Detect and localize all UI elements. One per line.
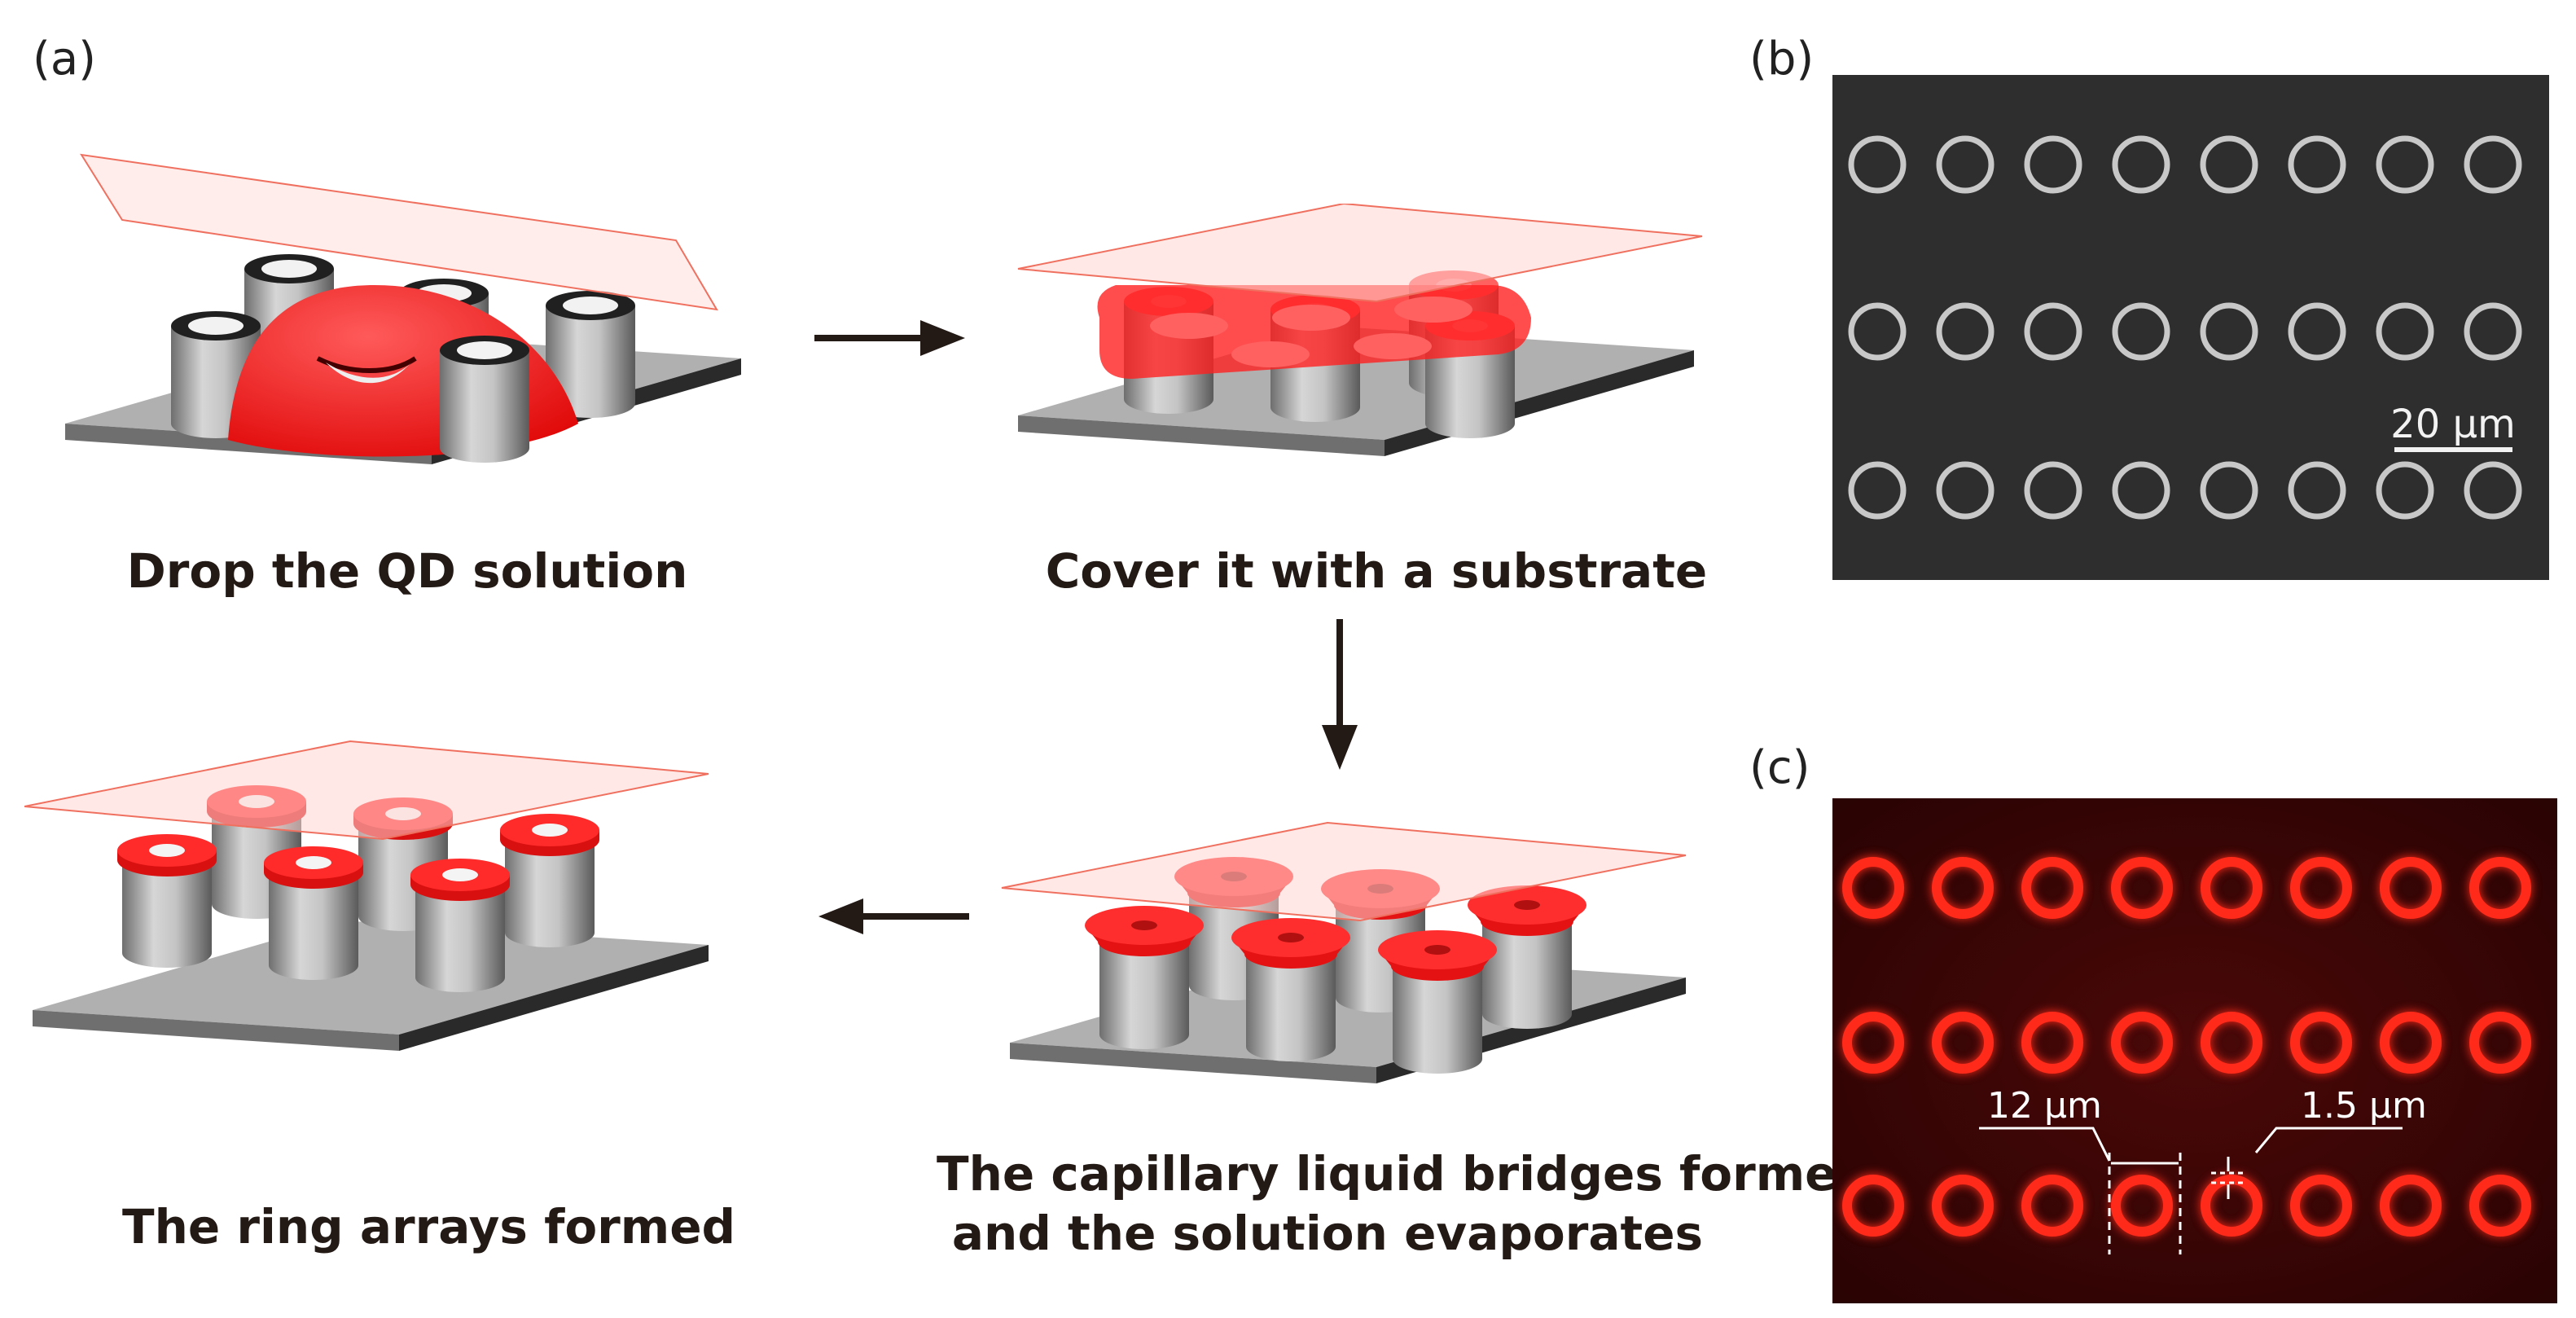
ring: [2376, 135, 2434, 194]
ring: [2112, 135, 2170, 194]
ring: [2380, 1012, 2442, 1074]
step-2-cover-substrate: [1017, 204, 1703, 456]
step-3-capillary-bridges: [1001, 822, 1687, 1083]
fluorescence-image: 12 μm 1.5 μm: [1832, 798, 2557, 1303]
ring: [2111, 1012, 2173, 1074]
ring: [1936, 302, 1995, 361]
sem-image: 20 μm: [1832, 75, 2549, 580]
arrow-left: [818, 898, 969, 934]
caption-step-4: The ring arrays formed: [122, 1199, 736, 1254]
ring: [2201, 1175, 2262, 1237]
fluorescence-ring-array: [1842, 857, 2531, 1237]
ring: [2201, 857, 2262, 919]
ring: [2464, 135, 2522, 194]
ring: [2376, 461, 2434, 520]
ring: [2380, 1175, 2442, 1237]
panel-label-b: (b): [1749, 33, 1815, 86]
arrow-right: [814, 320, 965, 356]
scale-bar-label: 20 μm: [2390, 402, 2516, 447]
ring: [2024, 461, 2082, 520]
ring: [2111, 857, 2173, 919]
cover-slide: [80, 153, 718, 311]
panel-label-a: (a): [33, 33, 97, 86]
ring: [2288, 135, 2346, 194]
ring: [2200, 461, 2258, 520]
arrow-down: [1322, 619, 1358, 770]
ring: [1932, 1175, 1994, 1237]
ring: [2024, 302, 2082, 361]
ring: [1842, 1175, 1904, 1237]
ring: [1848, 461, 1907, 520]
ring: [2200, 302, 2258, 361]
caption-step-1: Drop the QD solution: [126, 543, 688, 599]
ring: [1842, 857, 1904, 919]
caption-step-3-line1: The capillary liquid bridges formed: [937, 1146, 1872, 1202]
ring: [2112, 302, 2170, 361]
ring: [2290, 1012, 2352, 1074]
ring: [2021, 1012, 2083, 1074]
ring: [2112, 461, 2170, 520]
ring: [2469, 1012, 2531, 1074]
ring: [2021, 1175, 2083, 1237]
ring: [2290, 1175, 2352, 1237]
panel-label-c: (c): [1749, 741, 1810, 794]
ring: [2288, 302, 2346, 361]
label-diameter: 12 μm: [1987, 1085, 2102, 1127]
ring: [2469, 857, 2531, 919]
ring: [2464, 461, 2522, 520]
ring: [2290, 857, 2352, 919]
ring: [2288, 461, 2346, 520]
sem-ring-array: [1848, 135, 2522, 520]
ring: [1932, 1012, 1994, 1074]
ring: [1842, 1012, 1904, 1074]
ring: [1848, 135, 1907, 194]
ring: [2380, 857, 2442, 919]
caption-step-3: The capillary liquid bridges formed and …: [937, 1144, 1872, 1263]
ring: [1932, 857, 1994, 919]
step-1-drop-solution: [65, 153, 741, 464]
caption-step-3-line2: and the solution evaporates: [951, 1205, 1704, 1261]
ring: [2111, 1175, 2173, 1237]
label-width: 1.5 μm: [2301, 1085, 2427, 1127]
ring: [2201, 1012, 2262, 1074]
ring: [2464, 302, 2522, 361]
ring: [1936, 461, 1995, 520]
step-4-ring-arrays: [24, 740, 709, 1051]
ring: [2469, 1175, 2531, 1237]
ring: [1848, 302, 1907, 361]
ring: [2376, 302, 2434, 361]
ring: [2200, 135, 2258, 194]
ring: [1936, 135, 1995, 194]
ring: [2024, 135, 2082, 194]
caption-step-2: Cover it with a substrate: [1045, 543, 1708, 599]
ring: [2021, 857, 2083, 919]
